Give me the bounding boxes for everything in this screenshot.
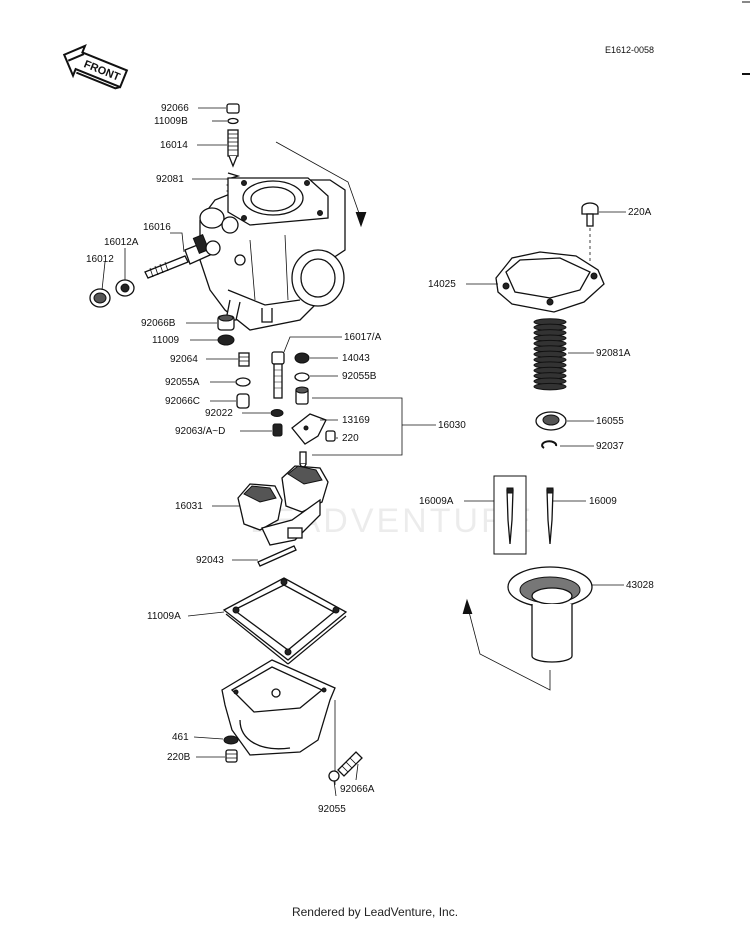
part-11009B-oring [227,117,239,125]
part-92063-jet [272,423,283,437]
bracket-16030 [312,397,403,456]
label-92064: 92064 [170,354,198,365]
part-11009A-gasket [222,577,348,665]
part-92066B-plug [217,314,235,331]
label-92055: 92055 [318,804,346,815]
part-461-washer [223,735,239,745]
label-220A: 220A [628,207,652,218]
part-16009-needle [546,487,554,545]
part-16012A-cap [115,279,135,297]
label-92037: 92037 [596,441,624,452]
label-92066A: 92066A [340,784,375,795]
part-11009-washer [217,334,235,346]
part-92066C-plug [236,393,250,409]
label-461: 461 [172,732,189,743]
part-92022-washer [270,409,284,417]
spring-coil [533,382,567,391]
part-92081A-spring [533,318,567,391]
label-11009B: 11009B [154,116,188,127]
label-16030: 16030 [438,420,466,431]
part-92064-jet [238,352,250,367]
part-220B-screw [225,749,238,763]
part-92066A-drain-screw [337,751,363,777]
label-16017: 16017/A [344,332,382,343]
part-92066-cap [226,103,240,114]
label-11009: 11009 [152,335,180,346]
footer-credit: Rendered by LeadVenture, Inc. [291,905,459,919]
part-16030-valve-seat [295,386,309,405]
label-92081: 92081 [156,174,184,185]
label-92066C: 92066C [165,396,200,407]
part-43028-diaphragm-slide [507,566,593,663]
label-220: 220 [342,433,359,444]
part-14043-cap [294,352,310,364]
label-92081A: 92081A [596,348,631,359]
part-92055-oring [328,770,340,782]
edge-marks [742,1,750,75]
part-16009A-needle [493,475,527,555]
part-92055B-oring [294,372,310,382]
carburetor-body [199,177,346,331]
label-14043: 14043 [342,353,370,364]
label-92055A: 92055A [165,377,200,388]
label-92022: 92022 [205,408,233,419]
part-13169-plate [291,413,327,445]
diagram-code: E1612-0058 [605,45,654,55]
slide-pointer-bracket [462,598,551,691]
part-16014-screw [227,129,239,168]
leader-lines [101,107,626,797]
label-16009: 16009 [589,496,617,507]
part-16055-retainer [535,411,567,431]
label-16014: 16014 [160,140,188,151]
label-16055: 16055 [596,416,624,427]
label-16012A: 16012A [104,237,139,248]
label-16009A: 16009A [419,496,454,507]
part-92043-pin [257,545,297,567]
part-92055A-oring [235,377,251,387]
label-92063: 92063/A~D [175,426,225,437]
body-pointer-bracket [275,141,367,228]
label-16012: 16012 [86,254,114,265]
part-16016-idle-screw [144,234,221,279]
part-labels: 92066 11009B 16014 92081 16016 16012A 16… [86,103,654,815]
label-14025: 14025 [428,279,456,290]
part-float-bowl [221,659,336,756]
label-11009A: 11009A [147,611,181,622]
part-14025-top-cover [495,251,605,313]
label-92066: 92066 [161,103,189,114]
part-16031-float [237,465,329,546]
label-92066B: 92066B [141,318,176,329]
part-220A-screw [581,202,599,227]
label-13169: 13169 [342,415,370,426]
label-16031: 16031 [175,501,203,512]
label-220B: 220B [167,752,191,763]
label-16016: 16016 [143,222,171,233]
label-92043: 92043 [196,555,224,566]
part-92037-clip [541,440,558,449]
part-16012-cap [89,288,111,308]
label-43028: 43028 [626,580,654,591]
front-arrow-icon: FRONT [62,44,129,90]
part-16017-needle-jet [271,351,285,399]
label-92055B: 92055B [342,371,377,382]
part-220-screw [325,430,336,442]
